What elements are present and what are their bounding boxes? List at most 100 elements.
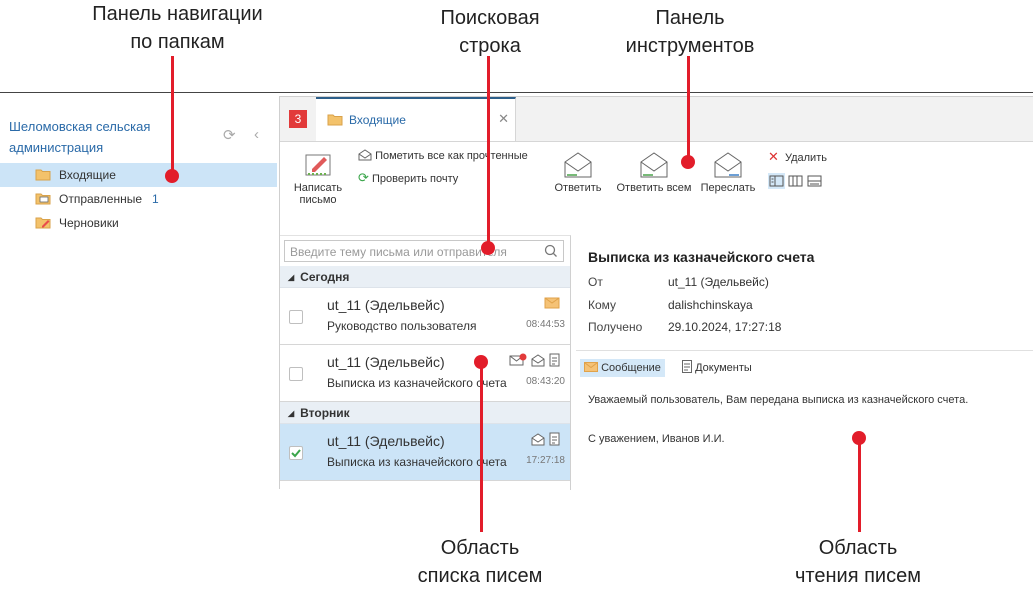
- message-title: Выписка из казначейского счета: [588, 249, 815, 265]
- layout-switcher: [768, 173, 823, 189]
- delete-icon: ✕: [768, 149, 779, 164]
- search-input[interactable]: Введите тему письма или отправителя: [284, 240, 564, 262]
- forward-icon: [714, 152, 742, 178]
- tab-inbox[interactable]: Входящие ✕: [316, 97, 516, 141]
- open-envelope-icon: [531, 432, 545, 445]
- reply-all-button[interactable]: Ответить всем: [614, 151, 694, 194]
- collapse-icon: ◢: [288, 409, 295, 418]
- important-envelope-icon: [509, 353, 527, 366]
- unread-count: 1: [152, 192, 159, 206]
- tab-documents[interactable]: Документы: [678, 359, 756, 377]
- message-sender: ut_11 (Эдельвейс): [327, 297, 445, 313]
- refresh-icon[interactable]: ⟳: [223, 127, 236, 144]
- message-time: 08:43:20: [526, 376, 565, 387]
- document-icon: [549, 432, 560, 446]
- document-icon: [549, 353, 560, 367]
- sync-icon: ⟳: [358, 170, 369, 185]
- message-list: Введите тему письма или отправителя ◢Сег…: [280, 235, 571, 490]
- pointer-dot-toolbar: [681, 155, 695, 169]
- pointer-line-list: [480, 362, 483, 532]
- nav-item-drafts[interactable]: Черновики: [0, 211, 277, 235]
- mail-window: 3 Входящие ✕ Написать письмо Пометить вс…: [279, 96, 1033, 490]
- folder-icon: [35, 169, 51, 181]
- delete-button[interactable]: ✕ Удалить: [768, 149, 827, 164]
- message-subject: Выписка из казначейского счета: [327, 376, 507, 390]
- message-checkbox[interactable]: [289, 367, 303, 381]
- callout-list-area: Область списка писем: [417, 537, 543, 587]
- from-value: ut_11 (Эдельвейс): [668, 275, 769, 289]
- received-value: 29.10.2024, 17:27:18: [668, 320, 782, 334]
- open-envelope-icon: [358, 149, 372, 161]
- message-checkbox-checked[interactable]: [289, 446, 303, 460]
- layout-two-columns-icon[interactable]: [768, 173, 785, 189]
- pointer-dot-list: [474, 355, 488, 369]
- close-icon[interactable]: ✕: [498, 111, 509, 126]
- to-label: Кому: [588, 298, 617, 312]
- reply-button[interactable]: Ответить: [550, 151, 606, 194]
- compose-button[interactable]: Написать письмо: [288, 151, 348, 206]
- open-envelope-icon: [531, 353, 545, 366]
- tab-bar: 3 Входящие ✕: [280, 97, 1033, 142]
- sent-folder-icon: [35, 193, 51, 205]
- message-row[interactable]: ut_11 (Эдельвейс) Выписка из казначейско…: [280, 345, 570, 402]
- pointer-dot-nav: [165, 169, 179, 183]
- drafts-folder-icon: [35, 217, 51, 229]
- message-status-icons: [509, 352, 560, 368]
- pointer-line-search: [487, 56, 490, 248]
- message-checkbox[interactable]: [289, 310, 303, 324]
- pointer-dot-reader: [852, 431, 866, 445]
- mark-all-read-button[interactable]: Пометить все как прочтенные: [358, 149, 528, 162]
- document-icon: [682, 360, 692, 373]
- reply-all-icon: [640, 152, 668, 178]
- callout-search-bar: Поисковая строка: [440, 7, 540, 57]
- received-label: Получено: [588, 320, 643, 334]
- tab-label: Входящие: [349, 113, 406, 127]
- message-status-icons: [544, 295, 560, 311]
- tab-count-badge[interactable]: 3: [289, 110, 307, 128]
- layout-three-columns-icon[interactable]: [787, 173, 804, 189]
- message-time: 08:44:53: [526, 319, 565, 330]
- checkmark-icon: [291, 449, 301, 458]
- message-status-icons: [531, 431, 560, 447]
- to-value: dalishchinskaya: [668, 298, 753, 312]
- message-sender: ut_11 (Эдельвейс): [327, 354, 445, 370]
- folder-icon: [327, 114, 343, 126]
- message-subject: Руководство пользователя: [327, 319, 477, 333]
- forward-button[interactable]: Переслать: [700, 151, 756, 194]
- layout-horizontal-icon[interactable]: [806, 173, 823, 189]
- pointer-dot-search: [481, 241, 495, 255]
- reply-icon: [564, 152, 592, 178]
- organization-name: Шеломовская сельская администрация: [9, 119, 151, 155]
- unread-envelope-icon: [544, 297, 560, 309]
- message-signature: С уважением, Иванов И.И.: [588, 433, 725, 445]
- callout-toolbar: Панель инструментов: [625, 7, 755, 57]
- collapse-icon: ◢: [288, 273, 295, 282]
- pointer-line-toolbar: [687, 56, 690, 162]
- top-divider: [0, 92, 1033, 93]
- message-sender: ut_11 (Эдельвейс): [327, 433, 445, 449]
- message-row-selected[interactable]: ut_11 (Эдельвейс) Выписка из казначейско…: [280, 424, 570, 481]
- message-body-line: Уважаемый пользователь, Вам передана вып…: [588, 394, 969, 406]
- nav-item-inbox[interactable]: Входящие: [0, 163, 277, 187]
- search-placeholder: Введите тему письма или отправителя: [290, 245, 507, 259]
- nav-item-label: Черновики: [59, 216, 119, 230]
- envelope-icon: [584, 362, 598, 372]
- search-icon[interactable]: [544, 243, 558, 259]
- message-row[interactable]: ut_11 (Эдельвейс) Руководство пользовате…: [280, 288, 570, 345]
- group-header-today[interactable]: ◢Сегодня: [280, 266, 570, 288]
- tab-message[interactable]: Сообщение: [580, 359, 665, 377]
- compose-icon: [305, 154, 331, 176]
- reader-divider: [576, 350, 1033, 351]
- from-label: От: [588, 275, 603, 289]
- group-header-tuesday[interactable]: ◢Вторник: [280, 402, 570, 424]
- callout-nav-panel: Панель навигации по папкам: [92, 3, 263, 53]
- check-mail-button[interactable]: ⟳ Проверить почту: [358, 170, 459, 185]
- pointer-line-reader: [858, 438, 861, 532]
- message-subject: Выписка из казначейского счета: [327, 455, 507, 469]
- pointer-line-nav: [171, 56, 174, 176]
- nav-item-label: Входящие: [59, 168, 116, 182]
- collapse-panel-icon[interactable]: ‹: [254, 126, 259, 143]
- reading-pane: Выписка из казначейского счета От ut_11 …: [576, 235, 1033, 489]
